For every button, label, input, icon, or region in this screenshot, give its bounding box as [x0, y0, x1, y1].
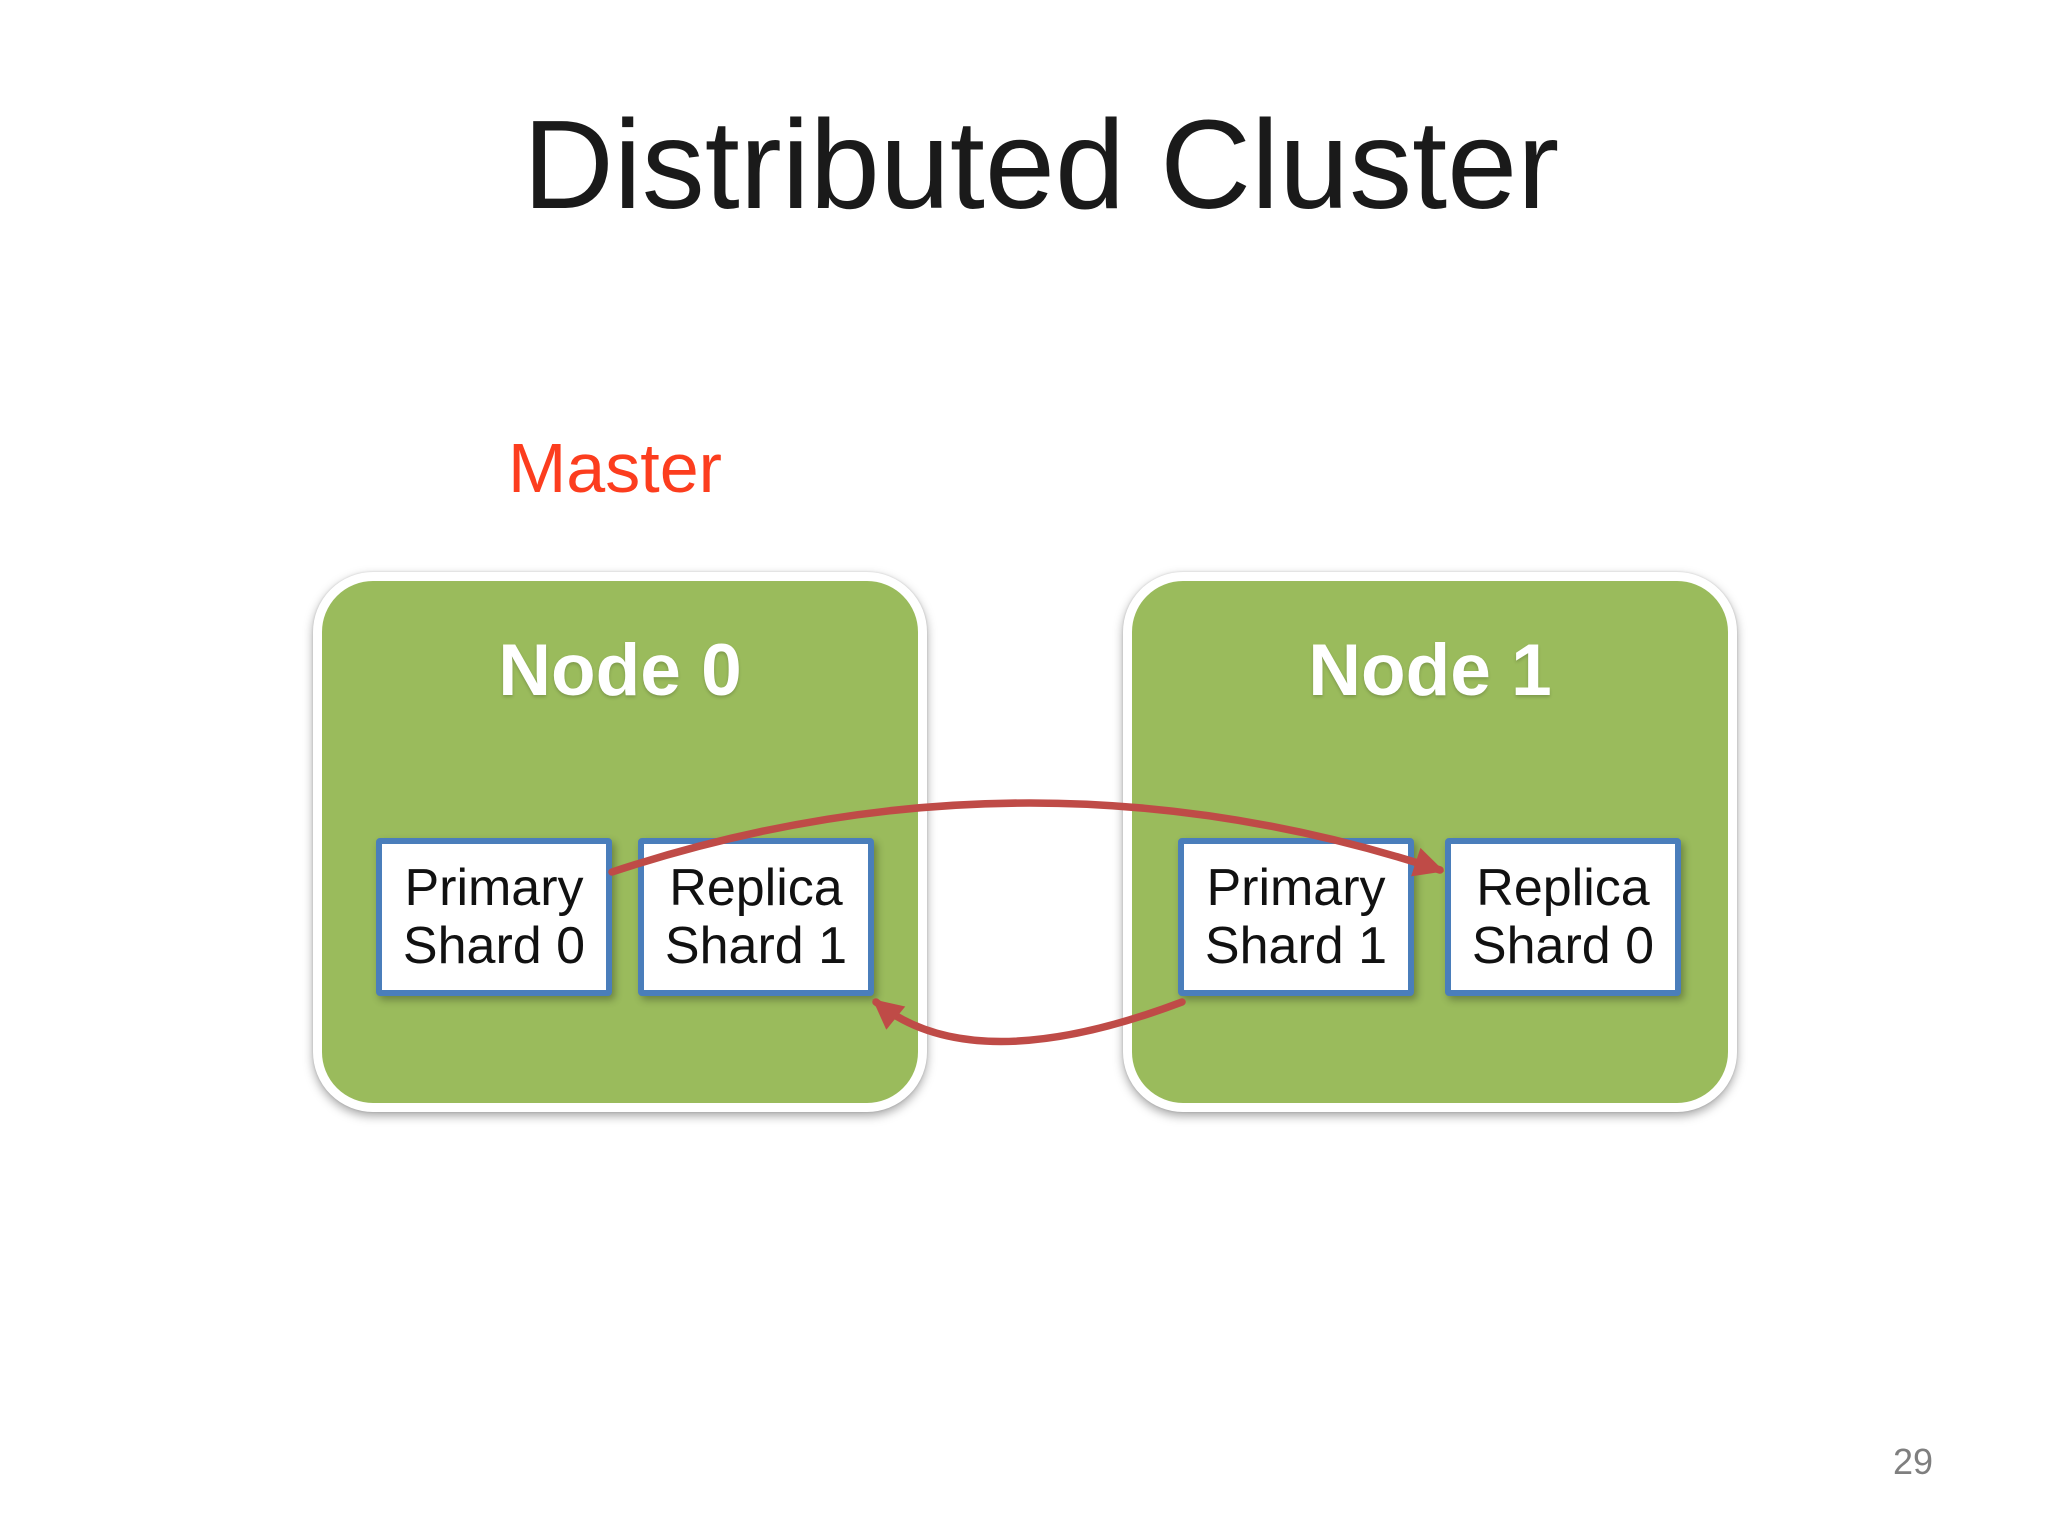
node-0-label: Node 0: [498, 630, 742, 711]
node-1: Node 1 Primary Shard 1 Replica Shard 0: [1123, 572, 1737, 1112]
shard-box-primary-shard-0: Primary Shard 0: [376, 838, 612, 996]
node-1-label: Node 1: [1308, 630, 1552, 711]
page-number: 29: [1893, 1441, 1934, 1482]
master-label: Master: [508, 429, 722, 507]
shard-label: Primary Shard 1: [1204, 859, 1388, 975]
shard-label: Replica Shard 0: [1471, 859, 1655, 975]
node-0: Node 0 Primary Shard 0 Replica Shard 1: [313, 572, 927, 1112]
shard-label: Primary Shard 0: [402, 859, 586, 975]
shard-box-replica-shard-1: Replica Shard 1: [638, 838, 874, 996]
shard-box-primary-shard-1: Primary Shard 1: [1178, 838, 1414, 996]
shard-box-replica-shard-0: Replica Shard 0: [1445, 838, 1681, 996]
slide-title: Distributed Cluster: [522, 94, 1560, 235]
shard-label: Replica Shard 1: [664, 859, 848, 975]
